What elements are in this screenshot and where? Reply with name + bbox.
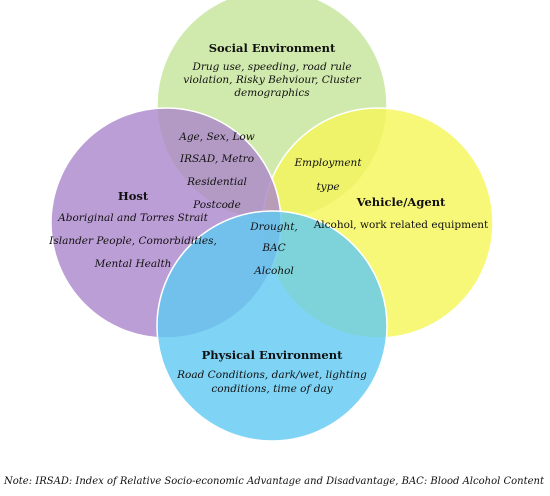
host-line: Aboriginal and Torres Strait [57, 212, 208, 224]
social-environment-title: Social Environment [209, 41, 336, 55]
host-title: Host [118, 189, 149, 203]
vehicle-agent-title: Vehicle/Agent [356, 195, 446, 209]
social-vehicle-overlap-line: Employment [293, 157, 362, 169]
social-environment-line: violation, Risky Behviour, Cluster [183, 74, 361, 86]
vehicle-agent-line: Alcohol, work related equipment [313, 219, 489, 231]
host-line: Islander People, Comorbidities, [48, 235, 217, 247]
center-overlap-line: Drought, [249, 221, 298, 233]
social-environment-line: Drug use, speeding, road rule [191, 61, 351, 73]
social-environment-line: demographics [234, 87, 310, 99]
center-overlap-line: BAC [261, 242, 285, 254]
social-vehicle-overlap-line: type [316, 181, 339, 193]
center-overlap-line: Alcohol [253, 265, 294, 277]
social-host-overlap-line: Postcode [192, 199, 241, 211]
social-host-overlap-line: Residential [186, 176, 247, 188]
social-host-overlap-line: IRSAD, Metro [179, 153, 254, 165]
physical-environment-line: conditions, time of day [211, 383, 333, 395]
physical-environment-line: Road Conditions, dark/wet, lighting [176, 369, 367, 381]
host-line: Mental Health [94, 258, 172, 270]
social-host-overlap-line: Age, Sex, Low [178, 131, 254, 143]
footnote: Note: IRSAD: Index of Relative Socio-eco… [3, 475, 545, 487]
physical-environment-circle [156, 210, 388, 442]
physical-environment-title: Physical Environment [202, 348, 343, 362]
